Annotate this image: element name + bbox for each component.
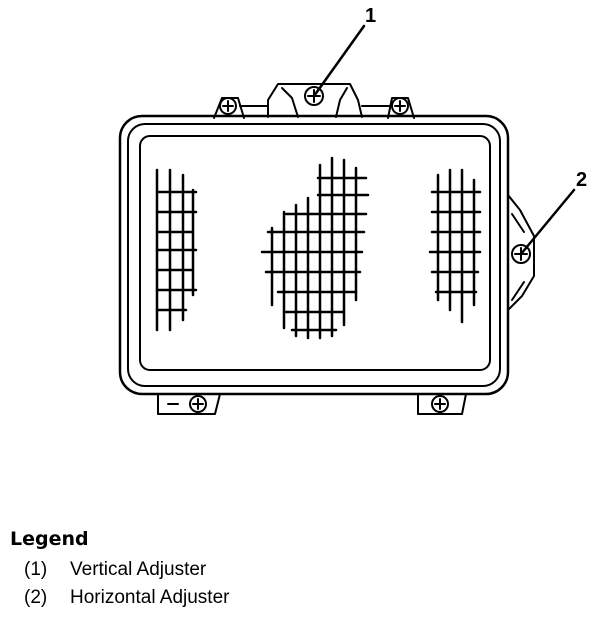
callout-1-label: 1 <box>365 5 376 27</box>
screw-top-left-icon <box>219 97 237 115</box>
legend-item-horizontal-adjuster: (2) Horizontal Adjuster <box>24 584 229 612</box>
headlamp-diagram: 1 2 <box>118 5 587 415</box>
screw-top-right-icon <box>391 97 409 115</box>
lens-pattern-right <box>428 168 482 324</box>
lens-pattern-left <box>155 168 198 332</box>
bottom-bracket-right <box>417 393 467 415</box>
headlamp-housing-outer <box>118 114 510 396</box>
bottom-bracket-left <box>157 393 221 415</box>
legend-item-label: Vertical Adjuster <box>70 559 207 580</box>
callout-2-label: 2 <box>576 169 587 191</box>
legend-title: Legend <box>10 528 89 550</box>
legend: Legend (1) Vertical Adjuster (2) Horizonta… <box>10 528 229 612</box>
screw-bottom-left-icon <box>189 395 207 413</box>
callout-1-leader <box>312 24 366 98</box>
legend-item-label: Horizontal Adjuster <box>70 587 230 608</box>
legend-item-vertical-adjuster: (1) Vertical Adjuster <box>24 556 229 584</box>
lens-pattern-center <box>260 156 370 340</box>
headlamp-lens <box>139 135 491 371</box>
screw-bottom-right-icon <box>431 395 449 413</box>
legend-item-number: (2) <box>24 587 48 608</box>
legend-item-number: (1) <box>24 559 48 580</box>
callout-2-leader <box>519 188 576 256</box>
headlamp-housing-inner <box>127 123 501 387</box>
right-bracket <box>507 194 535 311</box>
